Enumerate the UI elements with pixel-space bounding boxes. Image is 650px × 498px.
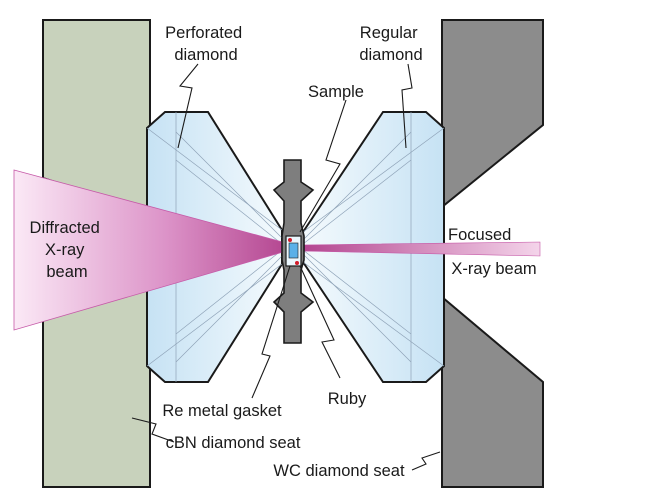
sample-chamber: [285, 235, 302, 267]
label-perforated-diamond: Perforated diamond: [165, 24, 247, 64]
sample: [288, 242, 299, 259]
label-diffracted-xray-beam: Diffracted X-ray beam: [30, 219, 105, 281]
label-focused-xray-beam: Focused X-ray beam: [448, 226, 537, 278]
ruby-chip: [295, 261, 299, 265]
label-sample: Sample: [308, 83, 364, 101]
label-cbn-diamond-seat: cBN diamond seat: [166, 434, 301, 452]
label-regular-diamond: Regular diamond: [359, 24, 422, 64]
ruby-chip: [288, 238, 292, 242]
label-re-metal-gasket: Re metal gasket: [162, 402, 282, 420]
leader-lines: [131, 63, 441, 471]
label-wc-diamond-seat: WC diamond seat: [273, 462, 405, 480]
label-ruby: Ruby: [328, 390, 367, 408]
